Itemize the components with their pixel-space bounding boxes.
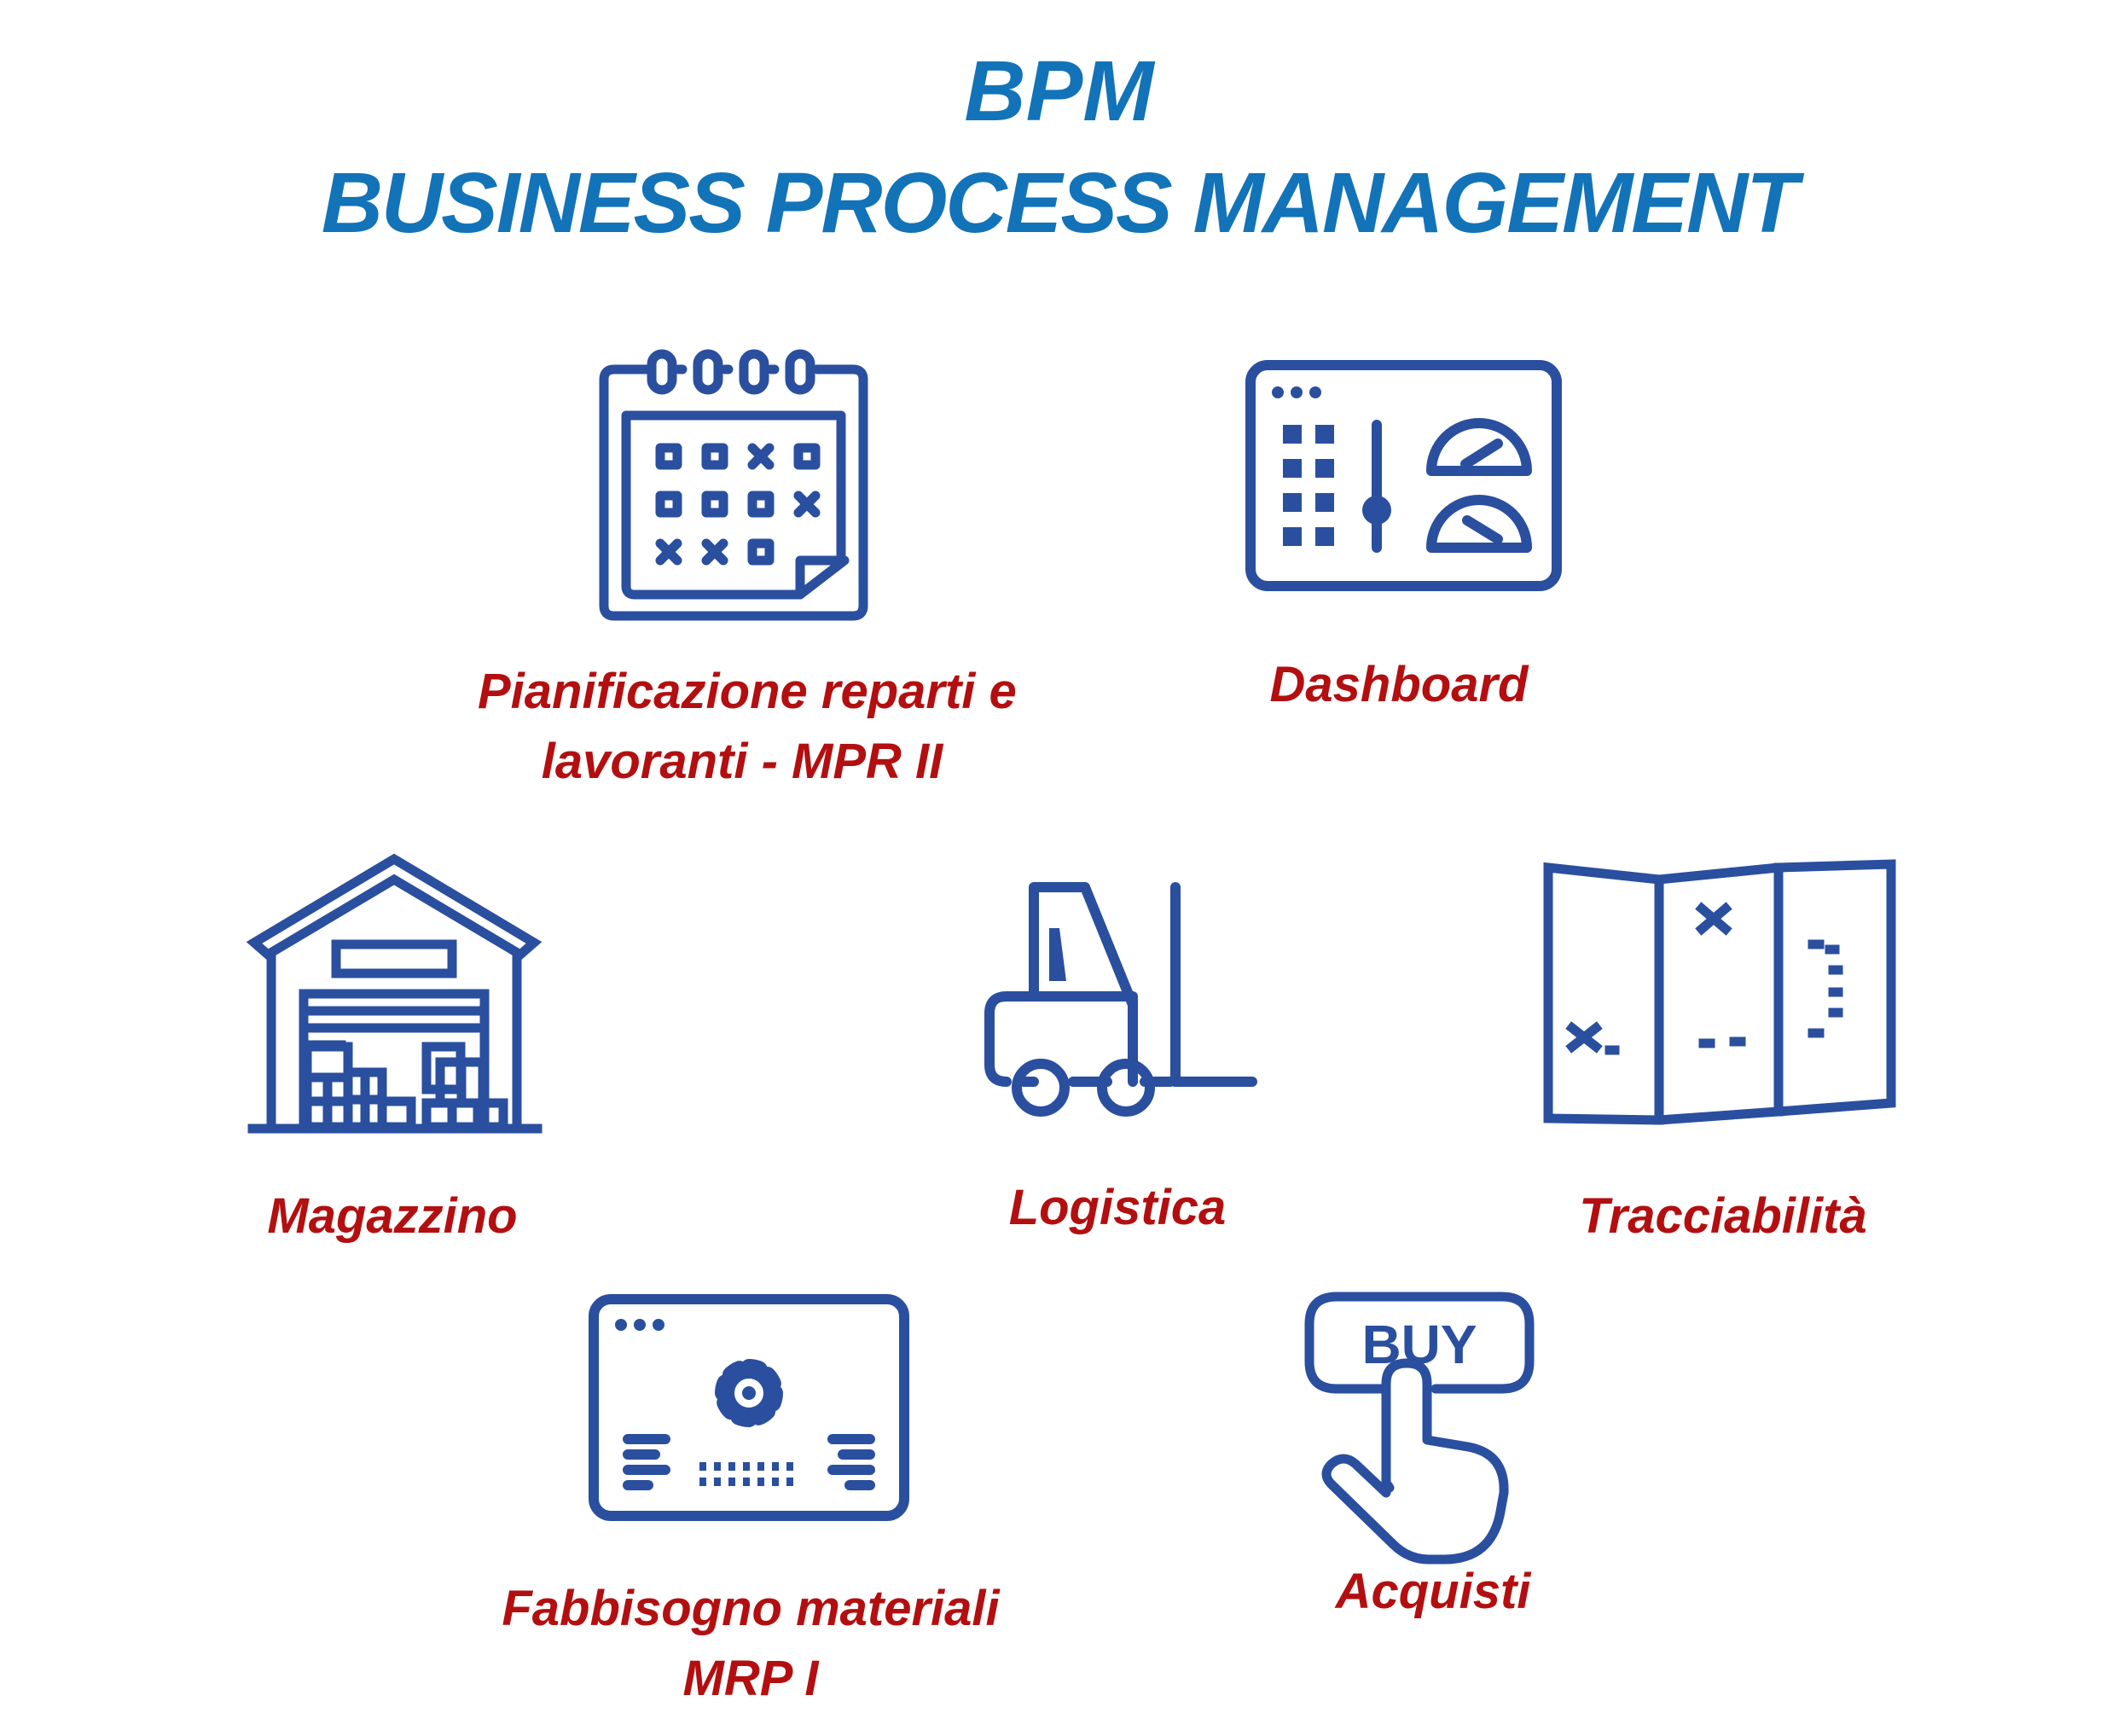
settings-screen-icon <box>587 1292 911 1523</box>
warehouse-icon <box>246 849 543 1135</box>
label-fabbisogno: Fabbisogno materiali MRP I <box>502 1581 1000 1706</box>
calendar-icon <box>597 345 879 623</box>
title-bpm: BPM <box>964 44 1154 139</box>
dashboard-icon <box>1244 358 1564 593</box>
label-tracciabilita: Tracciabilità <box>1579 1188 1867 1244</box>
label-magazzino: Magazzino <box>267 1188 518 1244</box>
label-dashboard: Dashboard <box>1269 657 1529 712</box>
label-acquisti: Acquisti <box>1335 1564 1531 1619</box>
label-logistica: Logistica <box>1008 1180 1227 1235</box>
forklift-icon <box>981 879 1258 1122</box>
label-pianificazione: Pianificazione reparti e lavoranti - MPR… <box>478 664 1017 789</box>
map-icon <box>1540 857 1902 1126</box>
buy-hand-icon: BUY <box>1301 1288 1540 1570</box>
title-business-process-management: BUSINESS PROCESS MANAGEMENT <box>321 155 1799 251</box>
